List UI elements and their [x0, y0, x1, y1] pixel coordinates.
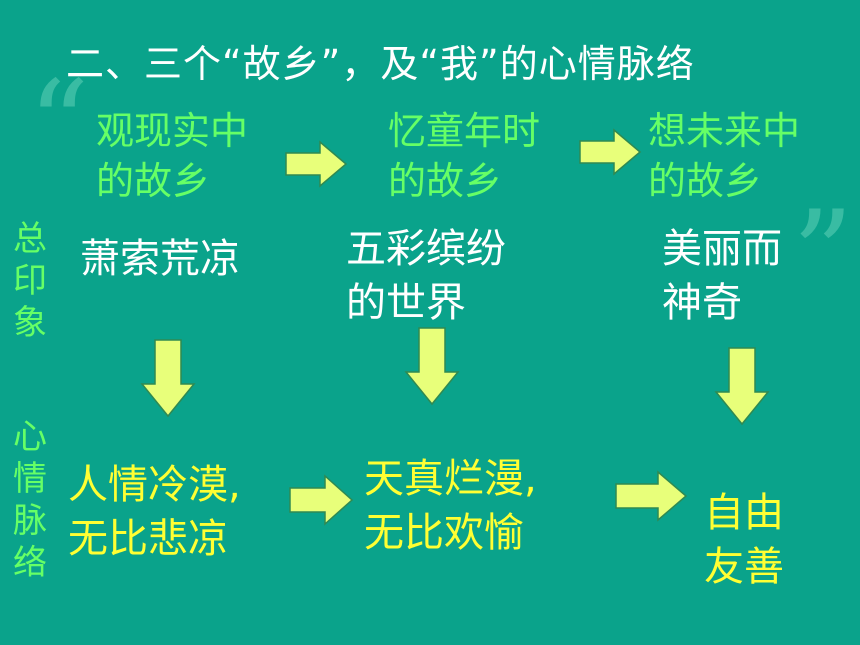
side-label-char: 印 [13, 261, 47, 301]
hometown-line: 的故乡 [96, 159, 211, 203]
impression-childhood: 五彩缤纷 的世界 [346, 222, 506, 330]
down-arrow-icon [714, 347, 770, 426]
side-label-impression: 总 印 象 [10, 218, 50, 344]
side-label-char: 络 [13, 543, 47, 583]
impression-line: 五彩缤纷 [346, 226, 506, 272]
impression-line: 的世界 [346, 280, 466, 326]
hometown-childhood: 忆童年时 的故乡 [388, 106, 540, 206]
impression-reality: 萧索荒凉 [80, 232, 240, 286]
down-arrow-icon [140, 339, 196, 418]
hometown-reality: 观现实中 的故乡 [96, 106, 248, 206]
side-label-char: 总 [13, 219, 47, 259]
hometown-line: 的故乡 [388, 159, 503, 203]
side-label-char: 脉 [13, 501, 47, 541]
impression-line: 萧索荒凉 [80, 236, 240, 282]
mood-line: 无比欢愉 [364, 510, 524, 556]
hometown-line: 观现实中 [96, 109, 249, 153]
impression-future: 美丽而 神奇 [662, 222, 782, 330]
hometown-line: 的故乡 [648, 159, 763, 203]
hometown-line: 想未来中 [648, 109, 801, 153]
mood-line: 自由 [704, 490, 784, 536]
side-label-char: 心 [13, 417, 47, 457]
impression-line: 神奇 [662, 280, 742, 326]
mood-future: 自由 友善 [704, 486, 784, 594]
side-label-char: 情 [13, 459, 47, 499]
mood-line: 天真烂漫, [364, 456, 537, 502]
open-quote-decoration: “ [28, 56, 90, 195]
right-arrow-icon [289, 474, 354, 526]
hometown-line: 忆童年时 [388, 109, 541, 153]
mood-line: 无比悲凉 [68, 516, 228, 562]
mood-line: 友善 [704, 544, 784, 590]
slide-title: 二、三个“故乡”，及“我”的心情脉络 [66, 42, 695, 86]
mood-line: 人情冷漠, [68, 462, 241, 508]
side-label-char: 象 [13, 303, 47, 343]
right-arrow-icon [579, 128, 642, 176]
impression-line: 美丽而 [662, 226, 782, 272]
mood-childhood: 天真烂漫, 无比欢愉 [364, 452, 537, 560]
right-arrow-icon [285, 140, 348, 188]
mood-reality: 人情冷漠, 无比悲凉 [68, 458, 241, 566]
hometown-future: 想未来中 的故乡 [648, 106, 800, 206]
right-arrow-icon [615, 470, 688, 522]
side-label-mood: 心 情 脉 络 [10, 416, 50, 584]
close-quote-decoration: ” [792, 186, 854, 325]
down-arrow-icon [404, 327, 460, 406]
